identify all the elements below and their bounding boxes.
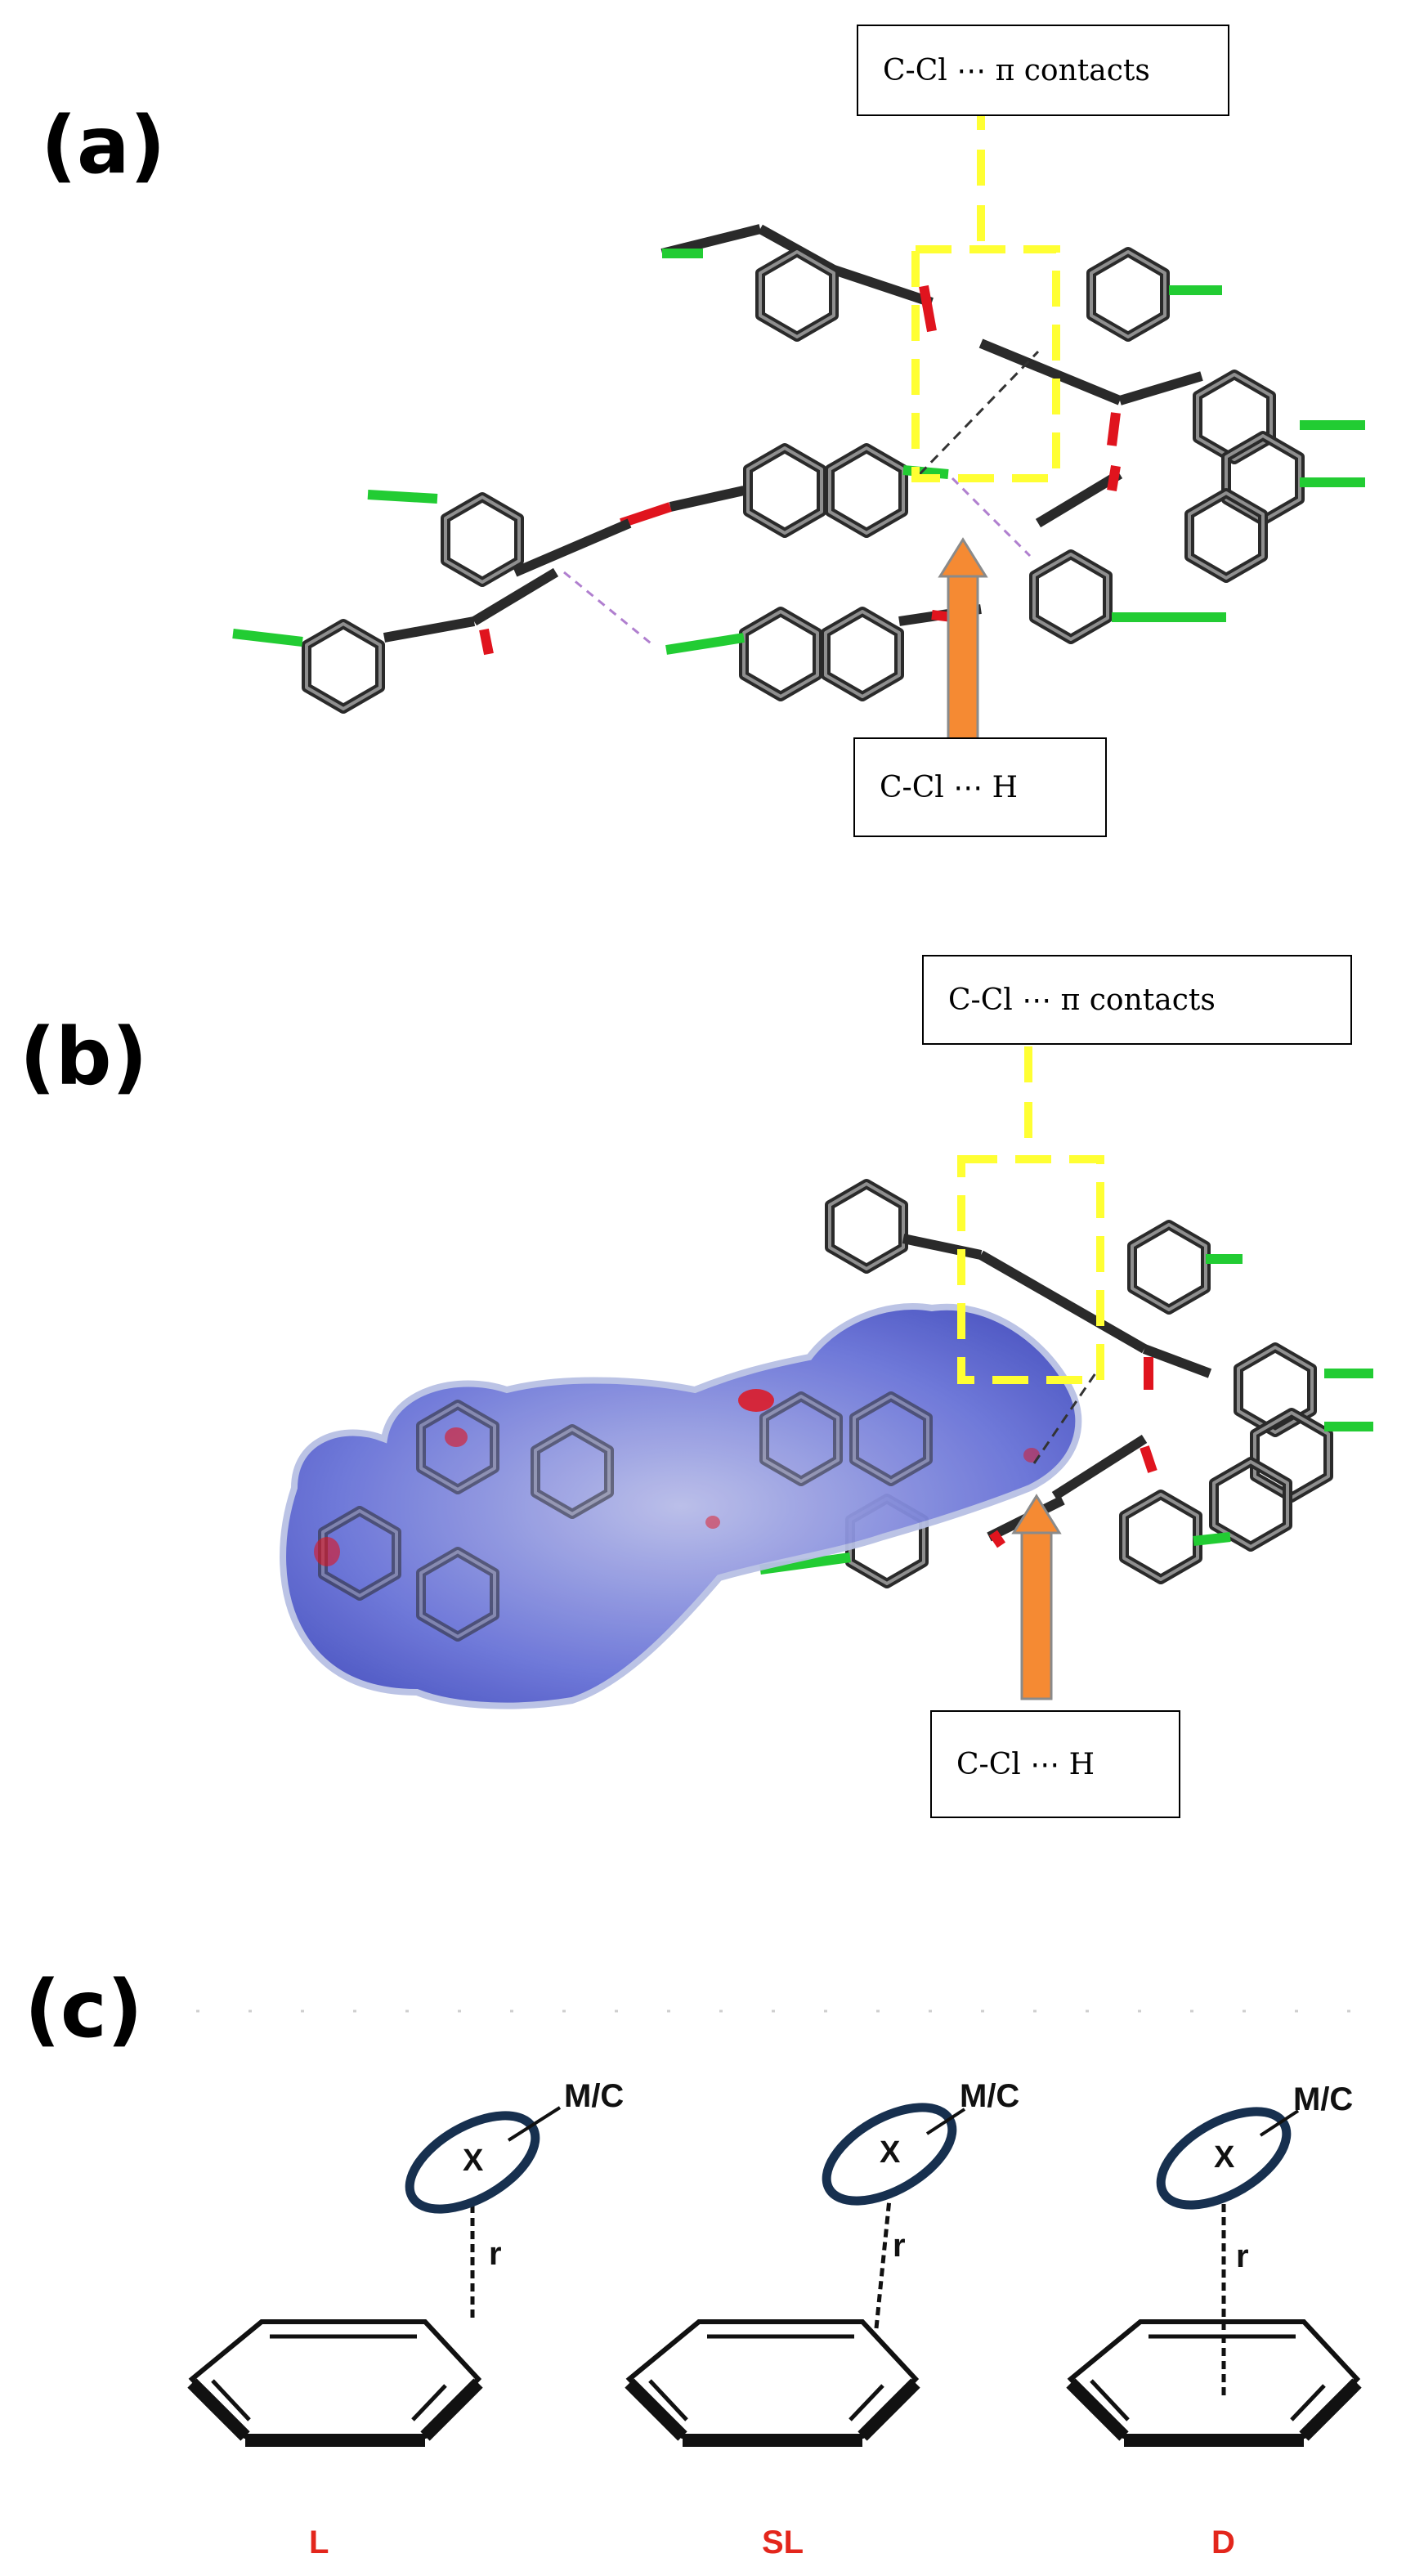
interaction-modes-c [187, 2009, 1373, 2447]
scheme-SL-x-label: X [880, 2135, 901, 2170]
scheme-L [187, 2106, 562, 2447]
scheme-SL [625, 2103, 966, 2447]
contact-pi-dash-a [918, 350, 1040, 476]
mode-label-SL: SL [762, 2524, 804, 2560]
hirshfeld-surface-b [280, 1046, 1373, 1709]
scheme-L-mc-label: M/C [564, 2078, 625, 2114]
scheme-D [1066, 2107, 1362, 2447]
scheme-SL-mc-label: M/C [960, 2078, 1020, 2114]
panel-label-b: (b) [20, 1011, 148, 1103]
contact-h-dash-a-1 [951, 477, 1032, 558]
highlight-box-a [911, 245, 1060, 482]
scheme-L-r-label: r [489, 2236, 502, 2272]
scheme-L-x-label: X [463, 2144, 484, 2178]
arrow-a [938, 537, 988, 746]
panel-label-a: (a) [41, 100, 166, 191]
callout-pi-contacts-b: C-Cl ⋯ π contacts [922, 955, 1352, 1045]
callout-pi-contacts-a: C-Cl ⋯ π contacts [857, 25, 1229, 116]
callout-h-contacts-b: C-Cl ⋯ H [930, 1710, 1180, 1818]
contact-spot-3 [314, 1537, 340, 1566]
molecule-right-stack [978, 338, 1365, 578]
molecule-upper-left [660, 224, 1222, 337]
scheme-D-mc-label: M/C [1293, 2081, 1354, 2117]
contact-spot-5 [705, 1516, 720, 1529]
molecule-lower-left [232, 490, 632, 709]
mode-label-D: D [1211, 2524, 1235, 2560]
contact-h-dash-a-2 [563, 571, 655, 647]
crystal-packing-a [232, 94, 1365, 746]
highlight-box-b [957, 1155, 1104, 1384]
panel-label-c: (c) [25, 1964, 143, 2055]
scheme-SL-r-label: r [893, 2228, 906, 2264]
contact-pi-dash-b [1032, 1373, 1097, 1464]
scheme-D-r-label: r [1236, 2238, 1249, 2274]
molecule-center [620, 448, 1226, 697]
arrow-b [1011, 1494, 1062, 1700]
contact-spot-2 [445, 1427, 468, 1447]
callout-h-contacts-a: C-Cl ⋯ H [853, 737, 1107, 837]
mode-label-L: L [309, 2524, 329, 2560]
scheme-D-x-label: X [1214, 2140, 1235, 2175]
contact-spot-1 [738, 1389, 774, 1412]
